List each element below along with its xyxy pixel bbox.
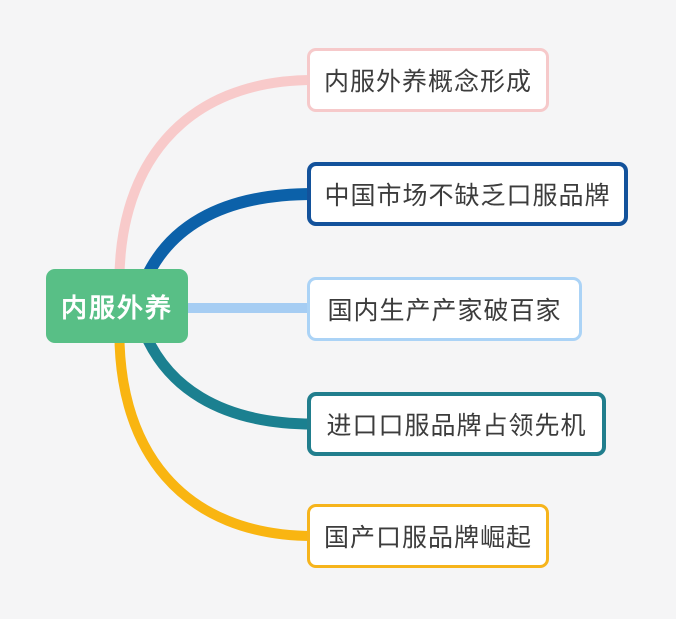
root-label: 内服外养 [60,292,173,323]
branch-node-imported-brands-lead[interactable]: 进口口服品牌占领先机 [307,392,606,456]
branch-label: 进口口服品牌占领先机 [326,412,587,440]
connector-branch-0 [114,75,318,307]
branch-label: 国产口服品牌崛起 [323,524,532,552]
branch-label: 内服外养概念形成 [323,68,532,96]
branch-node-concept-formed[interactable]: 内服外养概念形成 [307,48,549,112]
branch-label: 中国市场不缺乏口服品牌 [324,182,611,210]
connector-branch-4 [114,307,318,541]
branch-node-domestic-manufacturers[interactable]: 国内生产产家破百家 [307,277,582,341]
branch-node-domestic-brands-rise[interactable]: 国产口服品牌崛起 [307,504,549,568]
branch-label: 国内生产产家破百家 [327,297,562,325]
root-node[interactable]: 内服外养 [46,269,188,343]
branch-node-china-market-brands[interactable]: 中国市场不缺乏口服品牌 [307,162,628,226]
